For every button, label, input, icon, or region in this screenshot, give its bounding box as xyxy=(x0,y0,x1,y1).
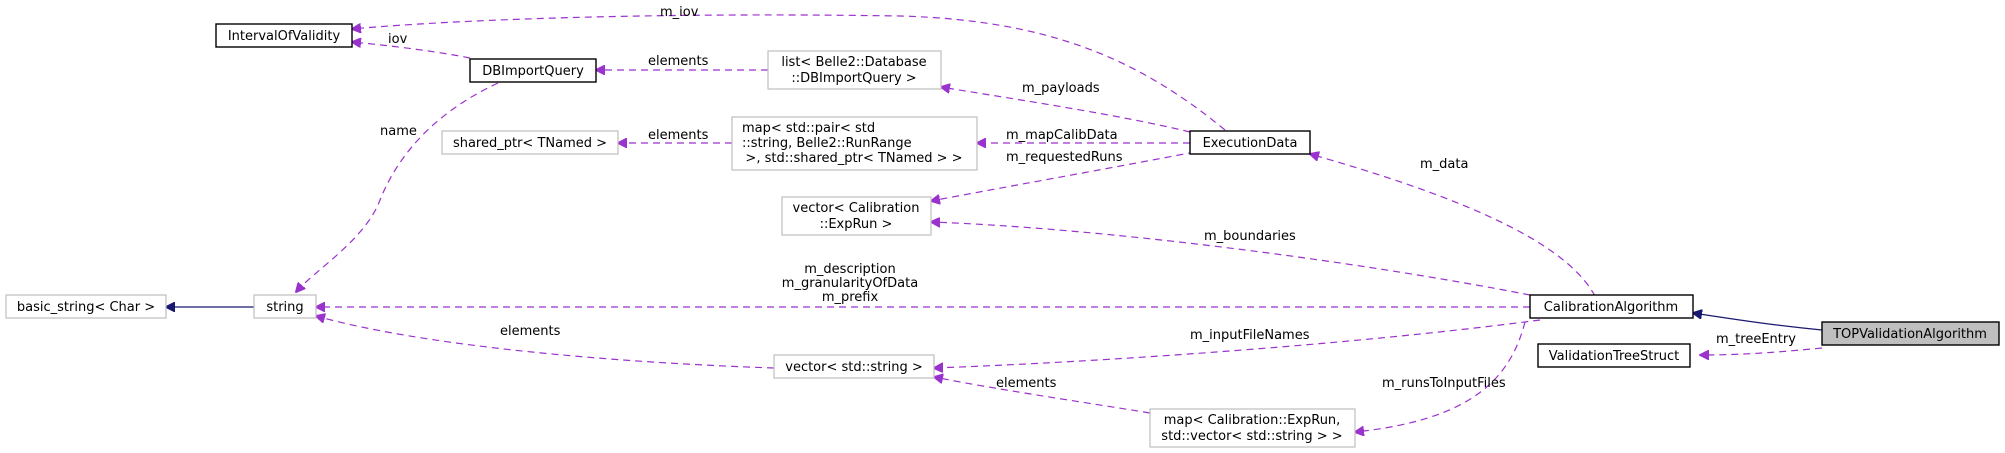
label-elements-vector-string: elements xyxy=(500,324,561,339)
label-iov: iov xyxy=(388,32,408,47)
node-label: ValidationTreeStruct xyxy=(1549,349,1679,364)
node-vector-std-string[interactable]: vector< std::string > xyxy=(773,354,935,379)
node-label: ExecutionData xyxy=(1203,136,1298,151)
edge-m-iov xyxy=(352,14,1226,131)
label-m-boundaries: m_boundaries xyxy=(1204,229,1296,244)
edge-m-boundaries xyxy=(931,222,1531,296)
node-label: CalibrationAlgorithm xyxy=(1544,300,1678,315)
node-list-db-import-query[interactable]: list< Belle2::Database ::DBImportQuery > xyxy=(767,50,942,90)
label-elements-shared-ptr: elements xyxy=(648,128,709,143)
node-execution-data[interactable]: ExecutionData xyxy=(1189,130,1311,155)
edge-m-runs-to-input-files xyxy=(1355,321,1526,432)
node-label-line-3: >, std::shared_ptr< TNamed > > xyxy=(745,151,962,166)
label-m-payloads: m_payloads xyxy=(1022,81,1100,96)
label-m-input-file-names: m_inputFileNames xyxy=(1190,328,1310,343)
node-label-line-1: vector< Calibration xyxy=(793,201,920,216)
node-label: string xyxy=(266,300,303,315)
edge-elements-map-vector xyxy=(934,377,1151,414)
edges xyxy=(166,14,1823,432)
edge-iov xyxy=(352,42,471,59)
label-m-data: m_data xyxy=(1420,157,1468,172)
label-m-prefix: m_prefix xyxy=(822,290,879,305)
label-m-iov: m_iov xyxy=(660,5,699,20)
edge-m-input-file-names xyxy=(934,319,1541,368)
node-interval-of-validity[interactable]: IntervalOfValidity xyxy=(215,23,353,48)
node-label: DBImportQuery xyxy=(482,64,584,79)
node-label: vector< std::string > xyxy=(785,360,922,375)
node-label-line-2: ::ExpRun > xyxy=(820,217,893,232)
node-label: TOPValidationAlgorithm xyxy=(1832,327,1987,342)
node-label-line-2: ::string, Belle2::RunRange xyxy=(742,136,912,151)
node-label-line-1: list< Belle2::Database xyxy=(781,55,926,70)
nodes: IntervalOfValidity DBImportQuery list< B… xyxy=(5,23,2000,448)
node-label: basic_string< Char > xyxy=(17,300,155,315)
node-string[interactable]: string xyxy=(253,294,317,319)
node-label: IntervalOfValidity xyxy=(228,29,341,44)
node-calibration-algorithm[interactable]: CalibrationAlgorithm xyxy=(1529,294,1694,319)
edge-name xyxy=(296,82,499,292)
node-label-line-1: map< std::pair< std xyxy=(742,121,875,136)
label-m-granularity-of-data: m_granularityOfData xyxy=(782,276,918,291)
node-map-pair[interactable]: map< std::pair< std ::string, Belle2::Ru… xyxy=(731,116,978,171)
label-m-map-calib-data: m_mapCalibData xyxy=(1006,128,1118,143)
node-label: shared_ptr< TNamed > xyxy=(453,136,607,151)
edge-m-tree-entry xyxy=(1700,347,1823,355)
node-label-line-1: map< Calibration::ExpRun, xyxy=(1164,413,1341,428)
node-validation-tree-struct[interactable]: ValidationTreeStruct xyxy=(1537,343,1691,368)
edge-inherit-calibration-algorithm xyxy=(1693,313,1823,331)
label-m-description: m_description xyxy=(804,262,895,277)
edge-m-requested-runs xyxy=(931,151,1196,201)
label-elements-list: elements xyxy=(648,54,709,69)
node-vector-calibration-exprun[interactable]: vector< Calibration ::ExpRun > xyxy=(781,196,932,236)
node-label-line-2: std::vector< std::string > > xyxy=(1161,429,1342,444)
edge-elements-vector-string xyxy=(316,316,775,369)
node-label-line-2: ::DBImportQuery > xyxy=(791,71,916,86)
label-m-runs-to-input-files: m_runsToInputFiles xyxy=(1382,376,1506,391)
node-top-validation-algorithm[interactable]: TOPValidationAlgorithm xyxy=(1821,321,2000,346)
label-m-requested-runs: m_requestedRuns xyxy=(1006,150,1123,165)
node-shared-ptr-tnamed[interactable]: shared_ptr< TNamed > xyxy=(441,130,619,155)
label-m-tree-entry: m_treeEntry xyxy=(1716,332,1796,347)
node-basic-string[interactable]: basic_string< Char > xyxy=(5,294,167,319)
edge-m-payloads xyxy=(941,87,1191,133)
edge-m-data xyxy=(1310,154,1596,297)
node-db-import-query[interactable]: DBImportQuery xyxy=(469,58,597,83)
label-elements-map-vector: elements xyxy=(996,376,1057,391)
node-map-exprun-vector[interactable]: map< Calibration::ExpRun, std::vector< s… xyxy=(1149,408,1356,448)
label-name: name xyxy=(380,124,417,139)
edge-labels: m_iov iov elements m_payloads elements m… xyxy=(380,5,1796,391)
